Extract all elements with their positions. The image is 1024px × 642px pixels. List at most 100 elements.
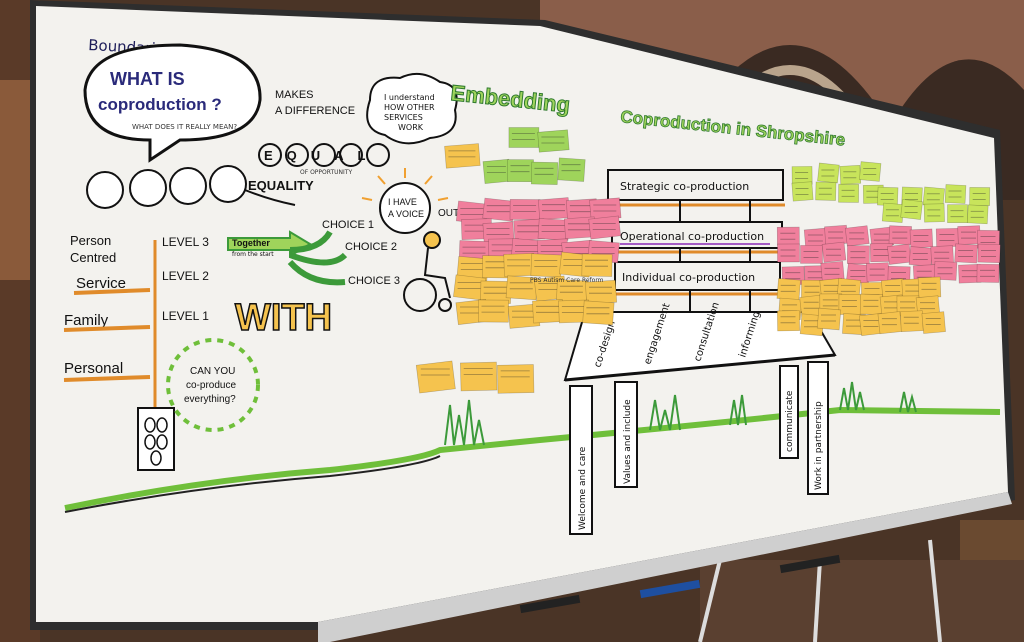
levels: LEVEL 3 LEVEL 2 LEVEL 1: [162, 235, 209, 323]
sticky-note: [838, 183, 859, 203]
marker: [519, 594, 581, 614]
sticky-note: [887, 243, 912, 265]
svg-text:HOW OTHER: HOW OTHER: [384, 103, 435, 112]
svg-text:WORK: WORK: [398, 123, 424, 132]
sticky-note: [800, 245, 823, 264]
outcomes-label: OUTC: [438, 208, 466, 219]
svg-text:Centred: Centred: [70, 250, 116, 265]
sticky-note: [908, 246, 933, 267]
sticky-note: [976, 263, 1000, 283]
sticky-note: [977, 243, 1001, 264]
voice-1: I HAVE: [388, 197, 417, 207]
sticky-note: [859, 161, 882, 182]
left-pew: [0, 80, 30, 280]
sticky-note: [846, 245, 870, 265]
svg-text:CHOICE 2: CHOICE 2: [345, 241, 397, 253]
together-arrows: [227, 230, 348, 286]
sticky-note: [582, 300, 615, 326]
marker: [779, 554, 841, 574]
floor: [700, 560, 1024, 642]
with-word: WITH: [235, 297, 332, 339]
svg-text:Operational co-production: Operational co-production: [620, 230, 764, 243]
equal-circles: [258, 143, 390, 167]
dashed-circle: [166, 338, 260, 432]
svg-text:Individual co-production: Individual co-production: [622, 271, 755, 284]
left-labels: Person Centred Service Family Personal: [64, 233, 126, 377]
makes-difference-1: MAKES: [275, 89, 314, 101]
sticky-note: [588, 215, 622, 240]
sticky-note: [509, 199, 541, 220]
svg-text:Values and include: Values and include: [623, 399, 633, 484]
wheelchair-figure: [403, 231, 452, 312]
svg-text:CAN YOU: CAN YOU: [190, 366, 235, 377]
pillars: [569, 361, 829, 535]
easel-leg: [928, 539, 942, 642]
note-sample-text: PBS Autism Care Reform: [530, 277, 604, 284]
sticky-note: [900, 310, 924, 333]
ground-outline: [64, 455, 441, 513]
sticky-note: [777, 310, 800, 332]
svg-text:Personal: Personal: [64, 360, 123, 377]
together-2: from the start: [232, 251, 274, 258]
svg-text:LEVEL 1: LEVEL 1: [162, 309, 209, 323]
equal-word: EQUAL: [264, 148, 380, 163]
svg-text:co-produce: co-produce: [186, 380, 236, 391]
makes-difference-2: A DIFFERENCE: [275, 105, 355, 117]
sticky-note: [503, 253, 535, 277]
pillar-labels: Welcome and care Values and include comm…: [578, 390, 824, 530]
sticky-note: [444, 143, 481, 169]
sticky-note: [478, 299, 509, 323]
sticky-note: [581, 253, 613, 277]
sticky-note: [944, 184, 967, 204]
sticky-note: [839, 164, 862, 185]
sticky-note: [838, 294, 862, 315]
choices: CHOICE 1 CHOICE 2 CHOICE 3: [322, 219, 400, 287]
together-1: Together: [232, 238, 270, 248]
sticky-note: [508, 127, 540, 148]
sticky-note: [900, 199, 923, 220]
sticky-note: [817, 162, 840, 184]
sticky-note: [777, 243, 800, 263]
sticky-note: [507, 159, 534, 183]
svg-text:Person: Person: [70, 233, 111, 248]
svg-text:Service: Service: [76, 275, 126, 292]
faces: [86, 165, 296, 209]
svg-text:Work in partnership: Work in partnership: [814, 401, 824, 490]
sticky-note: [909, 228, 934, 249]
sticky-note: [935, 228, 959, 248]
bubble-title-2: coproduction ?: [98, 95, 222, 114]
sticky-note: [415, 360, 456, 394]
bubble-sub: WHAT DOES IT REALLY MEAN?: [132, 123, 237, 131]
svg-text:CHOICE 1: CHOICE 1: [322, 219, 374, 231]
sun-rays: [361, 168, 449, 201]
sticky-note: [881, 202, 904, 223]
vase-pattern: [144, 417, 168, 466]
sticky-note: [966, 204, 989, 225]
sticky-note: [791, 181, 814, 202]
svg-text:LEVEL 2: LEVEL 2: [162, 269, 209, 283]
marker: [639, 579, 701, 599]
equal-sub: OF OPPORTUNITY: [300, 169, 352, 176]
sticky-note: [917, 276, 942, 299]
sticky-note: [888, 225, 912, 245]
sticky-note: [957, 225, 981, 245]
sticky-note: [947, 204, 968, 223]
svg-text:Strategic co-production: Strategic co-production: [620, 180, 749, 193]
sticky-note: [859, 293, 883, 315]
svg-text:SERVICES: SERVICES: [384, 113, 423, 122]
sticky-note: [844, 225, 870, 247]
svg-text:everything?: everything?: [184, 394, 236, 405]
grass: [444, 381, 917, 446]
sticky-note: [776, 278, 801, 301]
cloud-text: I understand HOW OTHER SERVICES WORK: [384, 93, 435, 132]
marker-tray: [318, 492, 1012, 642]
sticky-note: [482, 158, 512, 184]
sticky-note: [969, 187, 991, 206]
shelf-labels: Strategic co-production Operational co-p…: [620, 180, 764, 284]
sticky-note: [815, 181, 837, 201]
voice-2: A VOICE: [388, 209, 424, 219]
vase: [137, 407, 175, 471]
easel-leg: [698, 559, 722, 642]
sticky-note: [877, 311, 903, 335]
